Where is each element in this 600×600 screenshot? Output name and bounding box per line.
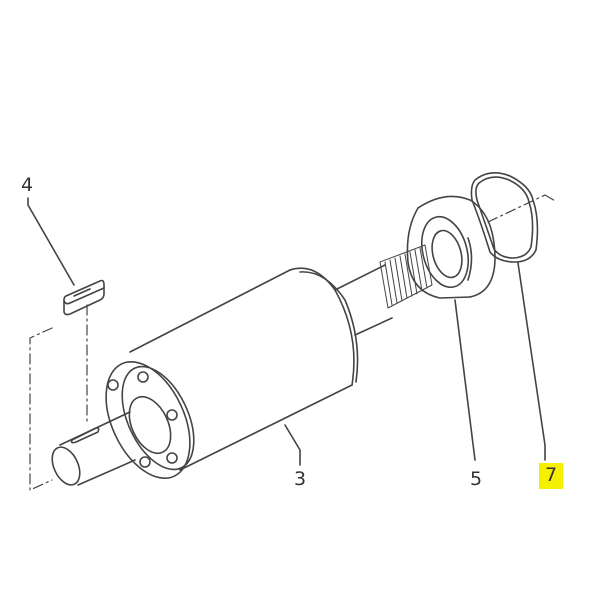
leader-line-3	[284, 424, 301, 466]
callout-label-3: 3	[294, 468, 307, 490]
wave-washer-part	[470, 172, 539, 263]
leader-line-5	[454, 299, 476, 461]
assembly-guide-lines	[29, 194, 558, 491]
shaft-key-part	[63, 279, 105, 316]
callout-label-5: 5	[470, 468, 483, 490]
spline-section	[379, 244, 433, 309]
leader-line-4	[27, 197, 75, 286]
bearing-part	[406, 195, 496, 299]
leader-line-7	[517, 262, 546, 461]
callout-label-4: 4	[21, 174, 34, 196]
callout-label-7-highlighted: 7	[539, 463, 564, 489]
rotor-armature-part	[51, 244, 433, 486]
